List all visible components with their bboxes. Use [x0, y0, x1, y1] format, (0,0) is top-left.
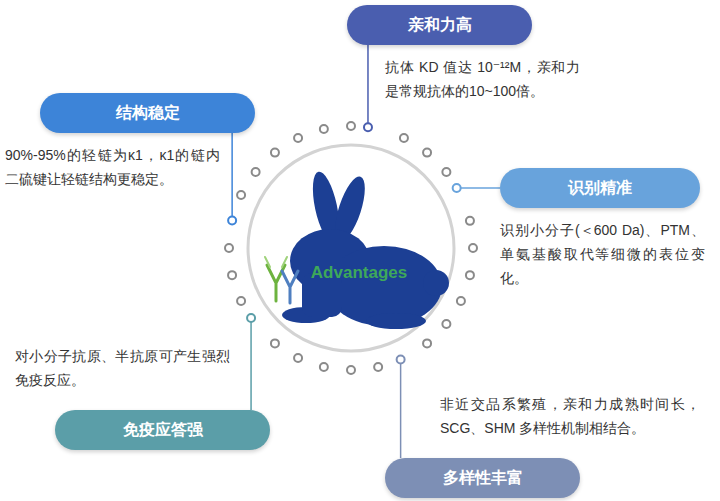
ring-dot [457, 297, 465, 305]
rabbit-silhouette [282, 169, 449, 329]
ring-dots [225, 122, 477, 374]
center-label: Advantages [246, 263, 456, 283]
leader-line [231, 133, 233, 221]
ring-dot [469, 244, 477, 252]
ring-dot [466, 217, 474, 225]
advantage-item: 对小分子抗原、半抗原可产生强烈免疫反应。免疫应答强 [15, 344, 270, 450]
ring-dot [271, 339, 279, 347]
ring-dot [466, 271, 474, 279]
heading-pill: 结构稳定 [40, 93, 255, 133]
ring-dot [442, 320, 450, 328]
ring-dot [400, 134, 408, 142]
description-text: 识别小分子(＜600 Da)、PTM、单氨基酸取代等细微的表位变化。 [500, 218, 705, 290]
leader-dot [364, 123, 372, 131]
leader-dot [228, 217, 236, 225]
heading-text: 免疫应答强 [123, 420, 203, 441]
ring-dot [347, 366, 355, 374]
heading-pill: 亲和力高 [347, 5, 532, 45]
leader-line [457, 187, 500, 189]
ring-dot [294, 134, 302, 142]
ring-dot [423, 339, 431, 347]
ring-dot [294, 354, 302, 362]
heading-text: 亲和力高 [408, 15, 472, 36]
ring-dot [423, 149, 431, 157]
advantage-item: 非近交品系繁殖，亲和力成熟时间长，SCG、SHM 多样性机制相结合。多样性丰富 [385, 392, 700, 498]
rabbit-illustration [246, 143, 456, 353]
heading-text: 识别精准 [568, 178, 632, 199]
heading-pill: 识别精准 [500, 168, 700, 208]
leader-line [250, 318, 252, 410]
ring-dot [237, 191, 245, 199]
heading-pill: 免疫应答强 [55, 410, 270, 450]
advantage-item: 识别精准识别小分子(＜600 Da)、PTM、单氨基酸取代等细微的表位变化。 [500, 168, 705, 290]
center-circle: Advantages [246, 143, 456, 353]
heading-text: 多样性丰富 [443, 468, 523, 489]
antibody-icon [265, 257, 298, 303]
heading-text: 结构稳定 [116, 103, 180, 124]
ring-dot [442, 168, 450, 176]
center-ring [248, 145, 454, 351]
ring-dot [252, 168, 260, 176]
advantage-item: 结构稳定 90%-95%的轻链为κ1，κ1的链内二硫键让轻链结构更稳定。 [5, 93, 255, 191]
ring-dot [320, 363, 328, 371]
ring-dot [271, 149, 279, 157]
leader-line [367, 45, 369, 127]
ring-dot [237, 297, 245, 305]
ring-dot [228, 271, 236, 279]
ring-dot [225, 244, 233, 252]
advantage-item: 亲和力高抗体 KD 值达 10⁻¹²M，亲和力是常规抗体的10~100倍。 [347, 5, 580, 103]
heading-pill: 多样性丰富 [385, 458, 580, 498]
ring-dot [374, 363, 382, 371]
ring-dot [320, 125, 328, 133]
ring-dot [347, 122, 355, 130]
leader-dot [397, 355, 405, 363]
leader-dot [247, 314, 255, 322]
leader-dot [453, 184, 461, 192]
description-text: 抗体 KD 值达 10⁻¹²M，亲和力是常规抗体的10~100倍。 [385, 55, 580, 103]
description-text: 对小分子抗原、半抗原可产生强烈免疫反应。 [15, 344, 230, 392]
description-text: 90%-95%的轻链为κ1，κ1的链内二硫键让轻链结构更稳定。 [5, 143, 220, 191]
leader-line [400, 359, 402, 458]
description-text: 非近交品系繁殖，亲和力成熟时间长，SCG、SHM 多样性机制相结合。 [440, 392, 700, 440]
